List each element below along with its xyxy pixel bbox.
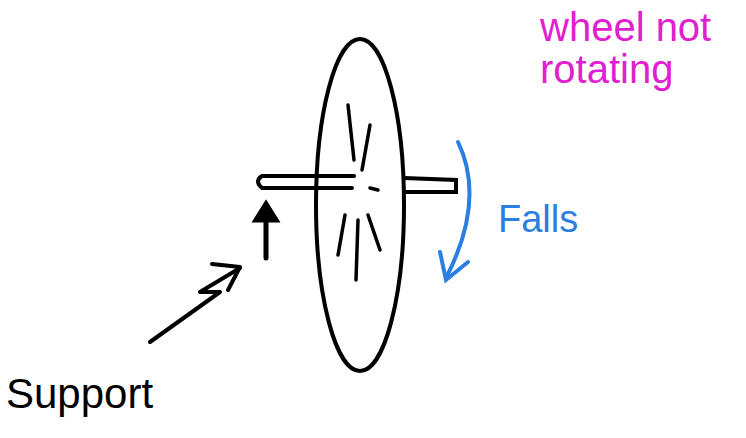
support-arrow [256,204,276,258]
wheel-rim [316,39,404,371]
part-label: Support [6,372,206,416]
note-text: wheel not rotating [540,6,740,90]
axle [258,176,456,192]
falls-arrow [440,142,470,280]
wheel-spokes [338,105,380,280]
leader-arrow [150,264,240,342]
motion-label: Falls [498,200,638,240]
